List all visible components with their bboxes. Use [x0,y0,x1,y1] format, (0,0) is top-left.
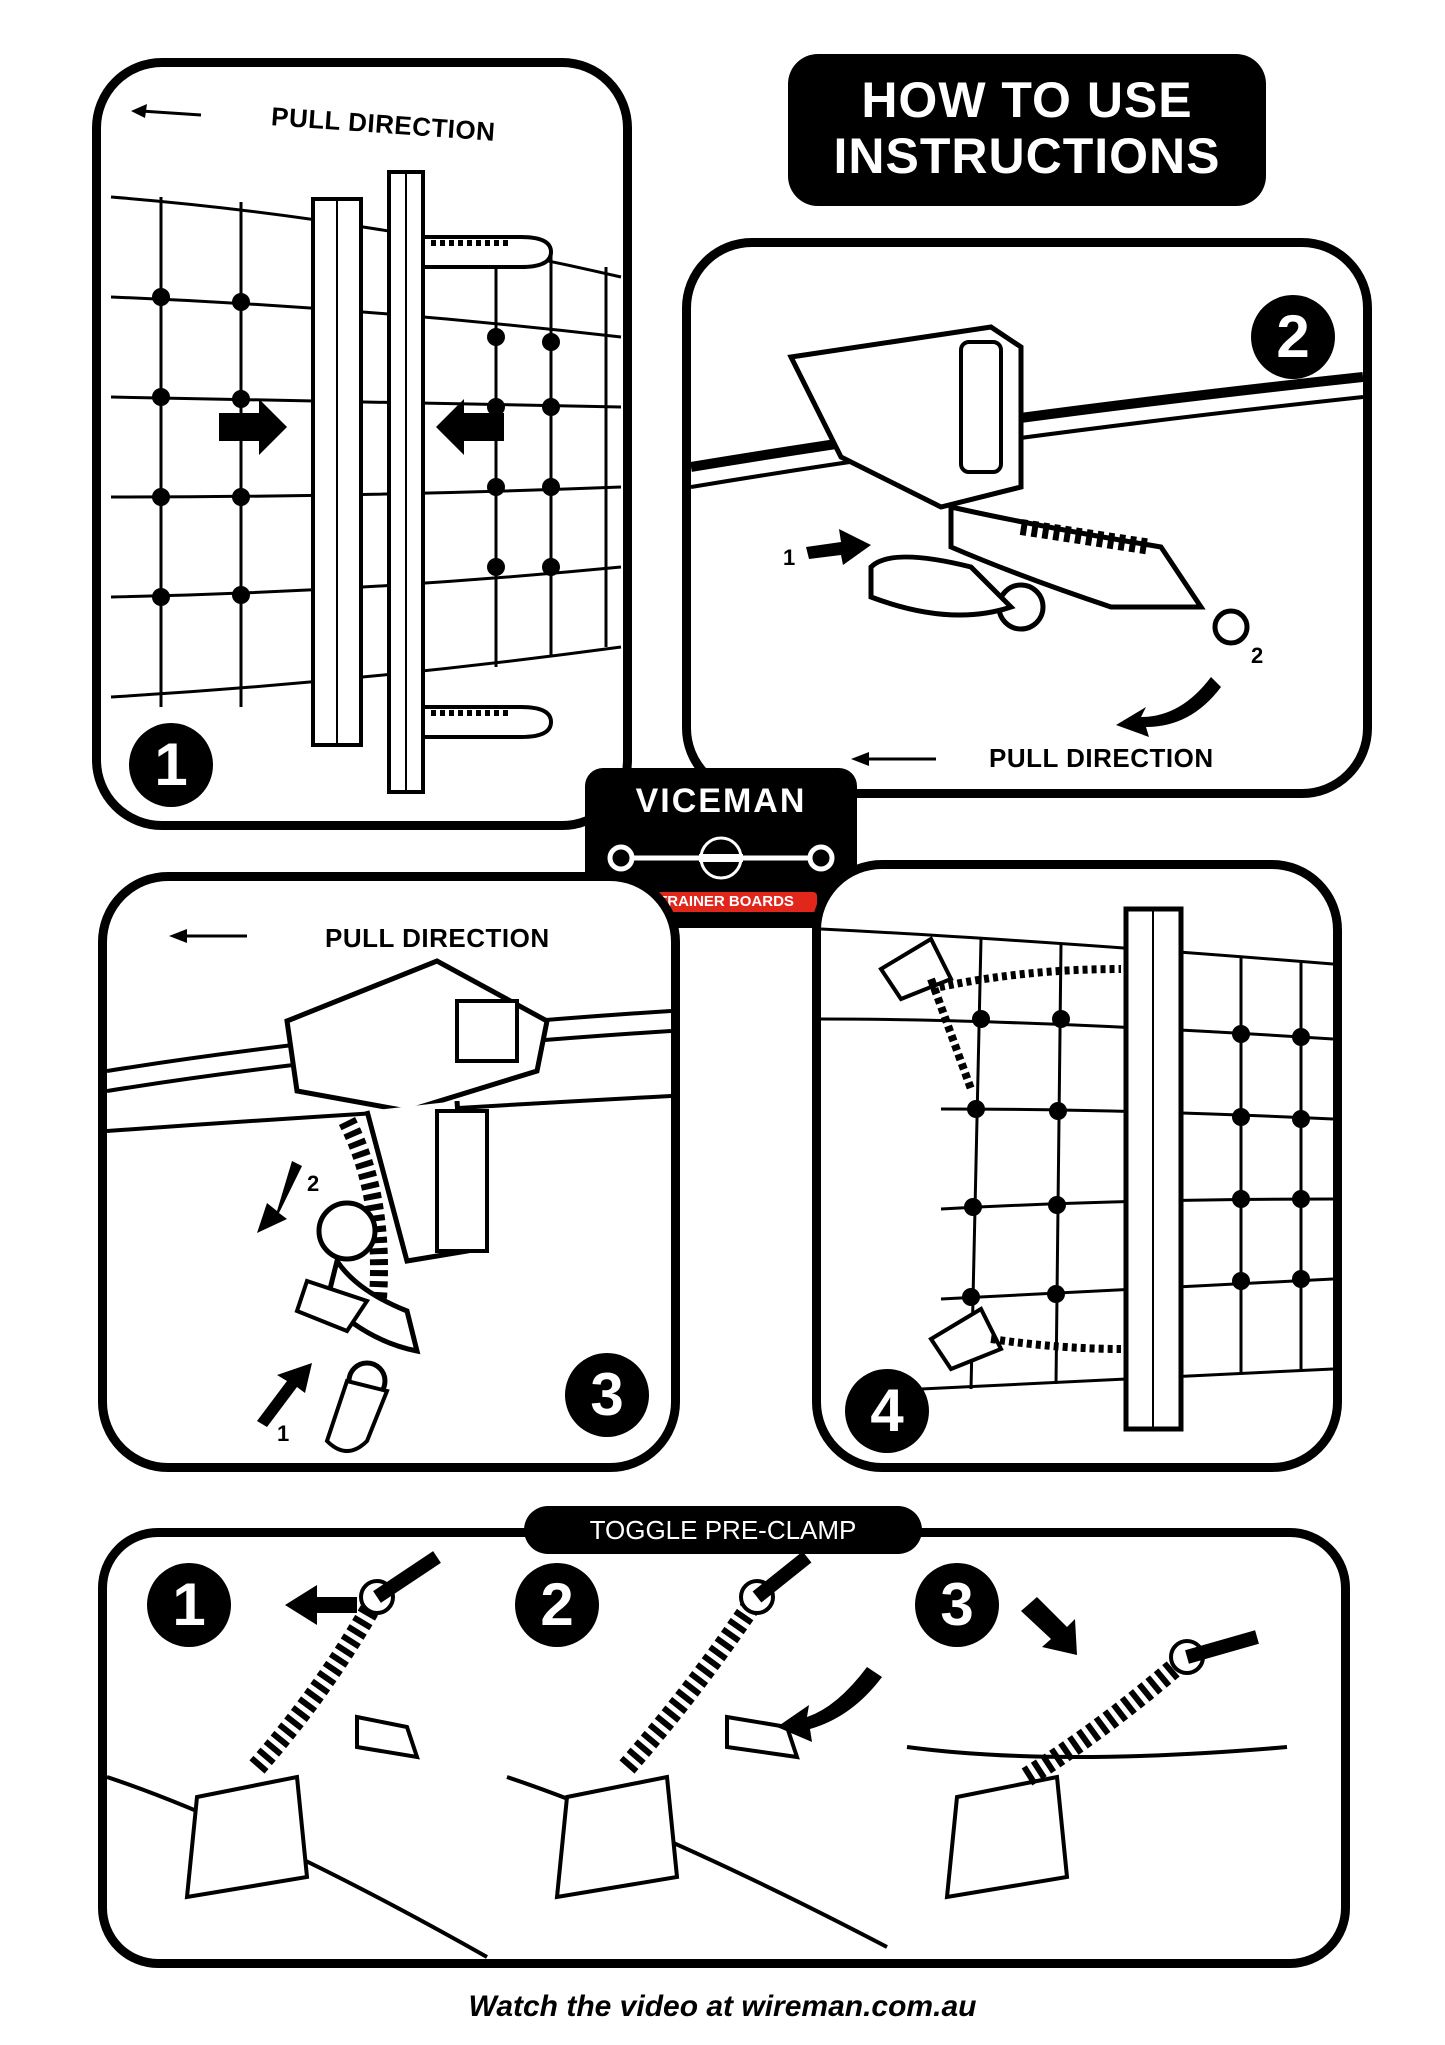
panel-step-1: PULL DIRECTION 1 [92,58,632,830]
logo-board-icon [607,836,835,880]
step-1-label: 1 [277,1421,290,1446]
pull-direction-label: PULL DIRECTION [325,923,550,953]
step-number-badge: 4 [845,1369,929,1453]
clamp-side-illustration [107,929,671,1453]
title-line-2: INSTRUCTIONS [833,128,1221,184]
step-2-label: 2 [307,1171,320,1196]
fence-board-illustration [110,104,622,794]
toggle-step-badge: 1 [147,1563,231,1647]
toggle-step-badge: 3 [915,1563,999,1647]
clamp-on-wire-illustration [691,324,1363,766]
step-number-badge: 1 [129,723,213,807]
step-1-label: 1 [783,545,796,570]
logo-brand: VICEMAN [635,782,807,820]
title-box: HOW TO USE INSTRUCTIONS [788,54,1266,206]
panel-step-3: 2 1 PULL DIRECTION 3 [98,872,680,1472]
panel-toggle-pre-clamp: 1 2 3 [98,1528,1350,1968]
pull-direction-label: PULL DIRECTION [989,743,1214,773]
step-2-label: 2 [1251,643,1264,668]
logo-strainer-boards: STRAINER BOARDS [625,892,817,912]
viceman-logo: VICEMAN STRAINER BOARDS [585,768,857,928]
footer-video-link: Watch the video at wireman.com.au [468,1990,977,2023]
toggle-step-badge: 2 [515,1563,599,1647]
toggle-sequence-illustration [107,1551,1288,1959]
toggle-pre-clamp-label: TOGGLE PRE-CLAMP [524,1506,922,1554]
panel-step-4: 4 [812,860,1342,1472]
step-number-badge: 3 [565,1353,649,1437]
finished-fence-illustration [821,906,1333,1432]
title-line-1: HOW TO USE [861,72,1193,128]
step-number-badge: 2 [1251,295,1335,379]
panel-step-2: 1 2 PULL DIRECTION 2 [682,238,1372,798]
